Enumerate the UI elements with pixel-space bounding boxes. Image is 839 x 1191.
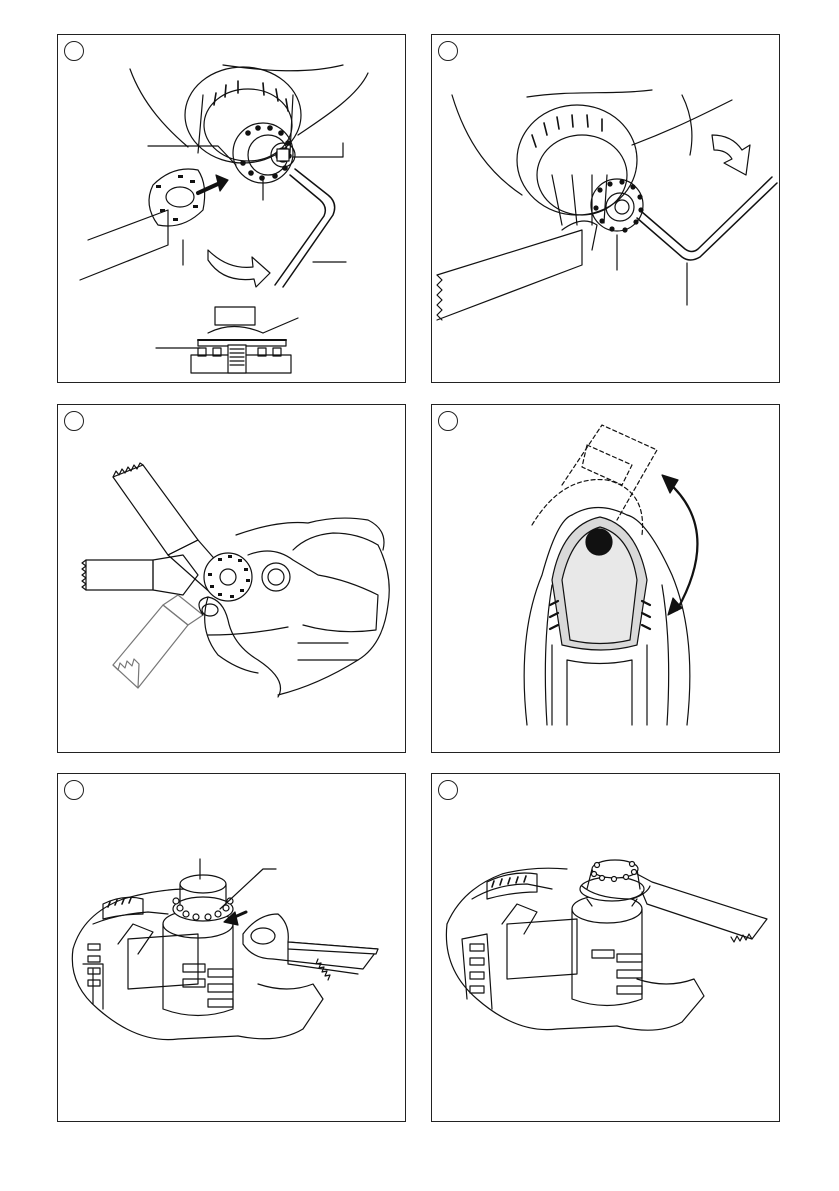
figure-4-panel [431,404,780,753]
fig5-illustration [58,774,407,1123]
figure-5-panel [57,773,406,1122]
fig2-illustration [432,35,781,384]
fig3-illustration [58,405,407,754]
figure-6-panel [431,773,780,1122]
fig1-illustration [58,35,407,384]
fig6-illustration [432,774,781,1123]
figure-1-panel [57,34,406,383]
figure-3-panel [57,404,406,753]
figure-2-panel [431,34,780,383]
fig4-illustration [432,405,781,754]
